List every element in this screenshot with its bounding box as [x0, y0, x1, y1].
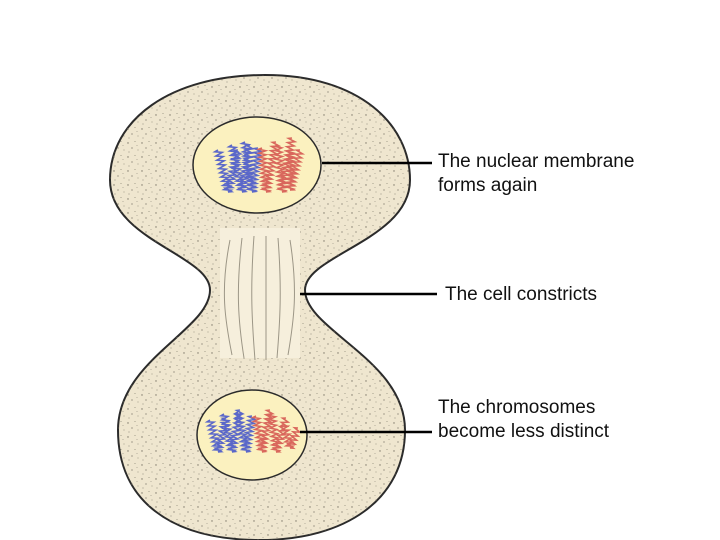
label-nuclear-membrane: The nuclear membrane forms again — [438, 150, 634, 198]
chromosome — [246, 147, 264, 193]
chromosome — [212, 149, 234, 193]
chromosome — [271, 417, 291, 453]
chromosome — [218, 413, 238, 453]
chromosome — [227, 409, 245, 453]
label-chromosomes: The chromosomes become less distinct — [438, 396, 609, 444]
chromosome — [284, 149, 306, 191]
chromosome — [255, 147, 273, 193]
chromosome — [266, 413, 282, 453]
chromosome — [226, 144, 248, 193]
chromosome — [257, 409, 275, 453]
chromosome — [232, 411, 252, 453]
label-nuclear-membrane-line2: forms again — [438, 175, 538, 196]
chromosome — [222, 149, 244, 193]
label-chromosomes-line2: become less distinct — [438, 421, 610, 442]
label-chromosomes-line1: The chromosomes — [438, 397, 596, 418]
chromosome — [250, 415, 268, 453]
chromosome — [213, 417, 231, 453]
chromosome — [240, 415, 258, 453]
chromosome — [204, 419, 224, 453]
label-nuclear-membrane-line1: The nuclear membrane — [438, 151, 635, 172]
chromosome — [285, 426, 303, 450]
lower-nucleus — [196, 389, 308, 481]
label-cell-constricts: The cell constricts — [445, 283, 597, 307]
upper-nucleus — [192, 116, 322, 214]
spindle-fibers — [220, 228, 300, 361]
label-cell-constricts-line1: The cell constricts — [445, 284, 598, 305]
